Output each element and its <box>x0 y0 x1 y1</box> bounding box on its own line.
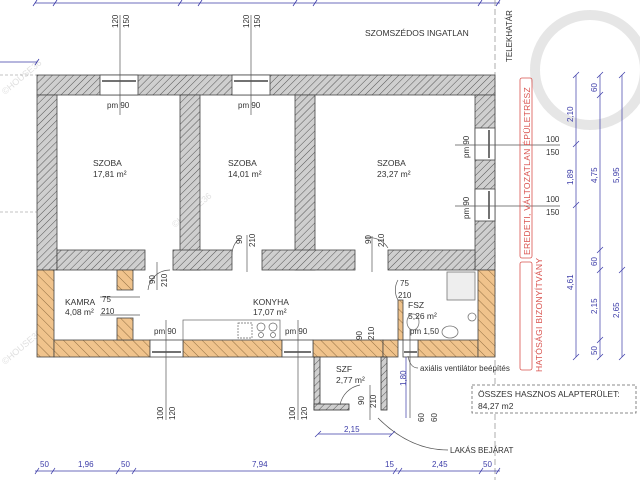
windows <box>99 74 496 358</box>
room-area: 2,77 m² <box>336 375 365 385</box>
svg-text:pm 1,50: pm 1,50 <box>410 327 439 336</box>
kitchen-counter <box>182 319 281 341</box>
svg-text:100: 100 <box>546 135 560 144</box>
right-dimension-lines <box>572 71 626 361</box>
svg-text:150: 150 <box>253 14 262 28</box>
svg-text:75: 75 <box>102 295 111 304</box>
original-building-label: EREDETI, VÁLTOZATLAN ÉPÜLETRÉSZ <box>522 87 532 255</box>
total-area-label: ÖSSZES HASZNOS ALAPTERÜLET: <box>478 389 620 399</box>
svg-text:50: 50 <box>483 460 492 469</box>
room-name: SZOBA <box>228 158 257 168</box>
svg-text:90: 90 <box>148 275 157 284</box>
svg-text:7,94: 7,94 <box>252 460 268 469</box>
room-area: 4,08 m² <box>65 307 94 317</box>
svg-text:1,96: 1,96 <box>78 460 94 469</box>
new-walls <box>36 269 496 358</box>
room-area: 23,27 m² <box>377 169 411 179</box>
bottom-dimension-labels: 50 1,96 50 7,94 15 2,45 50 <box>40 460 492 469</box>
svg-text:60: 60 <box>590 257 599 266</box>
svg-text:60: 60 <box>430 413 439 422</box>
neighbor-label: SZOMSZÉDOS INGATLAN <box>365 28 469 38</box>
svg-text:pm 90: pm 90 <box>285 327 308 336</box>
svg-text:150: 150 <box>546 148 560 157</box>
svg-text:210: 210 <box>160 273 169 287</box>
svg-text:2,10: 2,10 <box>566 106 575 122</box>
toilet <box>406 313 420 331</box>
total-area-value: 84,27 m2 <box>478 401 514 411</box>
svg-text:210: 210 <box>248 233 257 247</box>
room-area: 17,07 m² <box>253 307 287 317</box>
total-area-box: ÖSSZES HASZNOS ALAPTERÜLET: 84,27 m2 <box>471 384 637 414</box>
svg-text:100: 100 <box>546 195 560 204</box>
svg-text:pm 90: pm 90 <box>238 101 261 110</box>
svg-text:pm 90: pm 90 <box>107 101 130 110</box>
room-name: KAMRA <box>65 297 96 307</box>
svg-text:60: 60 <box>590 83 599 92</box>
room-name: SZF <box>336 364 352 374</box>
shower-tray <box>446 271 476 301</box>
szf-width-dimension <box>314 430 396 438</box>
sink <box>441 325 459 339</box>
window-reference-lines <box>119 15 560 420</box>
room-name: SZOBA <box>377 158 406 168</box>
svg-text:4,61: 4,61 <box>566 274 575 290</box>
svg-text:90: 90 <box>355 331 364 340</box>
doors <box>100 235 399 420</box>
svg-text:120: 120 <box>300 406 309 420</box>
opening-labels: pm 90 pm 90 pm 90 pm 90 pm 1,50 pm 90 pm… <box>101 14 560 422</box>
svg-text:120: 120 <box>111 14 120 28</box>
top-dimension-line <box>0 0 501 66</box>
svg-text:50: 50 <box>590 346 599 355</box>
boundary-label: TELEKHATÁR <box>505 10 514 62</box>
room-area: 14,01 m² <box>228 169 262 179</box>
room-area: 5,26 m² <box>408 311 437 321</box>
entrance-label: LAKÁS BEJÁRAT <box>450 446 514 455</box>
room-name: KONYHA <box>253 297 289 307</box>
svg-text:150: 150 <box>546 208 560 217</box>
svg-text:210: 210 <box>367 326 376 340</box>
svg-text:4,75: 4,75 <box>590 167 599 183</box>
certificate-label: HATÓSÁGI BIZONYÍTVÁNY <box>534 258 544 372</box>
svg-text:2,15: 2,15 <box>590 298 599 314</box>
svg-text:120: 120 <box>168 406 177 420</box>
svg-text:pm 90: pm 90 <box>462 196 471 219</box>
svg-text:5,95: 5,95 <box>612 167 621 183</box>
svg-text:210: 210 <box>377 233 386 247</box>
svg-text:pm 90: pm 90 <box>462 135 471 158</box>
svg-text:75: 75 <box>400 279 409 288</box>
svg-text:50: 50 <box>40 460 49 469</box>
svg-text:2,65: 2,65 <box>612 302 621 318</box>
svg-text:pm 90: pm 90 <box>154 327 177 336</box>
svg-text:2,45: 2,45 <box>432 460 448 469</box>
bathroom-fixtures <box>406 271 477 339</box>
svg-text:1,89: 1,89 <box>566 169 575 185</box>
room-area: 17,81 m² <box>93 169 127 179</box>
svg-text:1,80: 1,80 <box>399 370 408 386</box>
svg-text:150: 150 <box>122 14 131 28</box>
ventilator-note: axiális ventilátor beépítés <box>420 364 510 373</box>
svg-text:100: 100 <box>156 406 165 420</box>
svg-text:60: 60 <box>417 413 426 422</box>
svg-text:210: 210 <box>101 307 115 316</box>
watermark: ©HOUSE36 ©HOUSE36 ©HOUSE36 <box>0 10 640 367</box>
svg-text:210: 210 <box>369 394 378 408</box>
szf-walls <box>313 356 388 411</box>
svg-text:90: 90 <box>364 235 373 244</box>
svg-text:50: 50 <box>121 460 130 469</box>
svg-text:100: 100 <box>288 406 297 420</box>
svg-text:120: 120 <box>242 14 251 28</box>
right-dimension-labels: 2,10 1,89 4,61 60 4,75 60 2,15 50 5,95 2… <box>566 83 621 355</box>
svg-text:15: 15 <box>385 460 394 469</box>
svg-text:2,15: 2,15 <box>344 425 360 434</box>
room-labels: SZOBA 17,81 m² SZOBA 14,01 m² SZOBA 23,2… <box>65 158 437 385</box>
certificate-band: EREDETI, VÁLTOZATLAN ÉPÜLETRÉSZ HATÓSÁGI… <box>519 77 544 372</box>
svg-text:210: 210 <box>398 291 412 300</box>
svg-text:90: 90 <box>357 396 366 405</box>
bottom-dimension-line <box>34 467 501 475</box>
room-name: SZOBA <box>93 158 122 168</box>
room-name: FSZ <box>408 300 424 310</box>
svg-text:90: 90 <box>235 235 244 244</box>
